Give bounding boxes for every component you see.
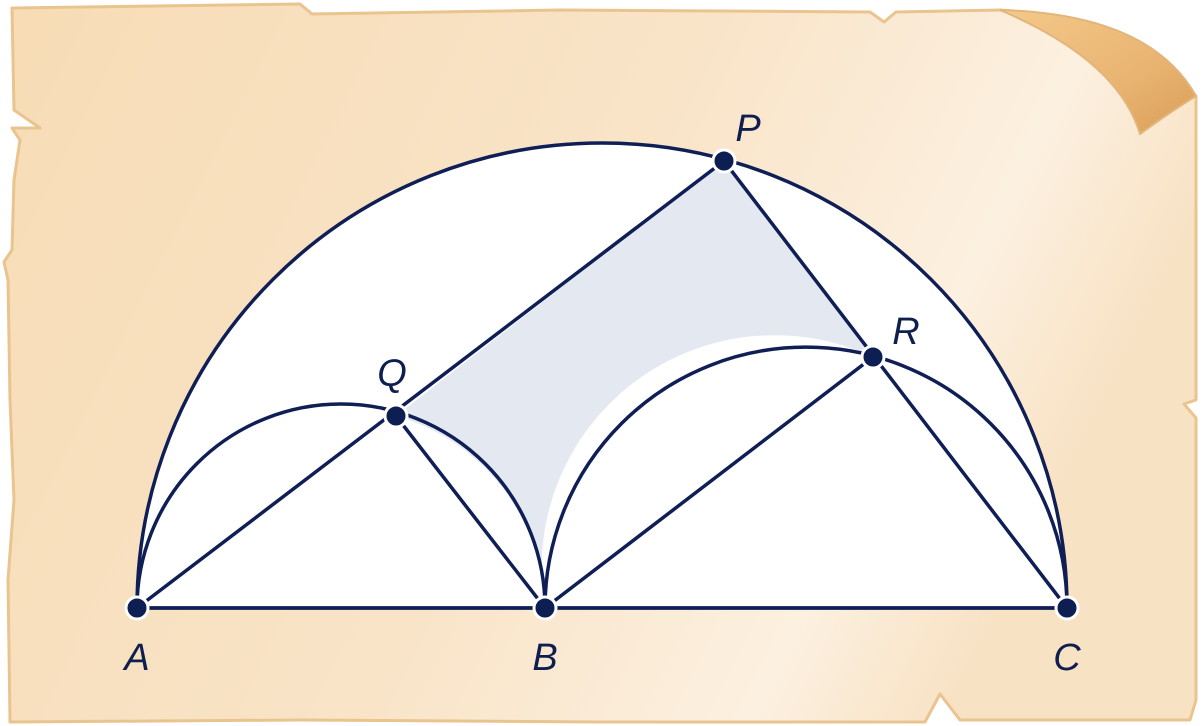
point-R (860, 344, 886, 370)
label-P: P (735, 108, 761, 150)
point-A (124, 595, 150, 621)
point-Q (383, 403, 409, 429)
label-Q: Q (377, 353, 407, 395)
semicircle-BC (543, 345, 1069, 609)
label-C: C (1053, 637, 1081, 679)
page-curl (999, 9, 1198, 136)
label-R: R (892, 311, 919, 353)
label-A: A (122, 637, 149, 679)
point-C (1054, 595, 1080, 621)
point-B (532, 595, 558, 621)
label-B: B (532, 637, 557, 679)
segment-QB (394, 414, 547, 610)
segment-AP (135, 159, 726, 610)
point-P (711, 148, 737, 174)
segment-BR (543, 355, 875, 610)
semicircle-AB (135, 402, 547, 609)
segment-PC (722, 159, 1069, 610)
shaded-region (396, 161, 873, 608)
